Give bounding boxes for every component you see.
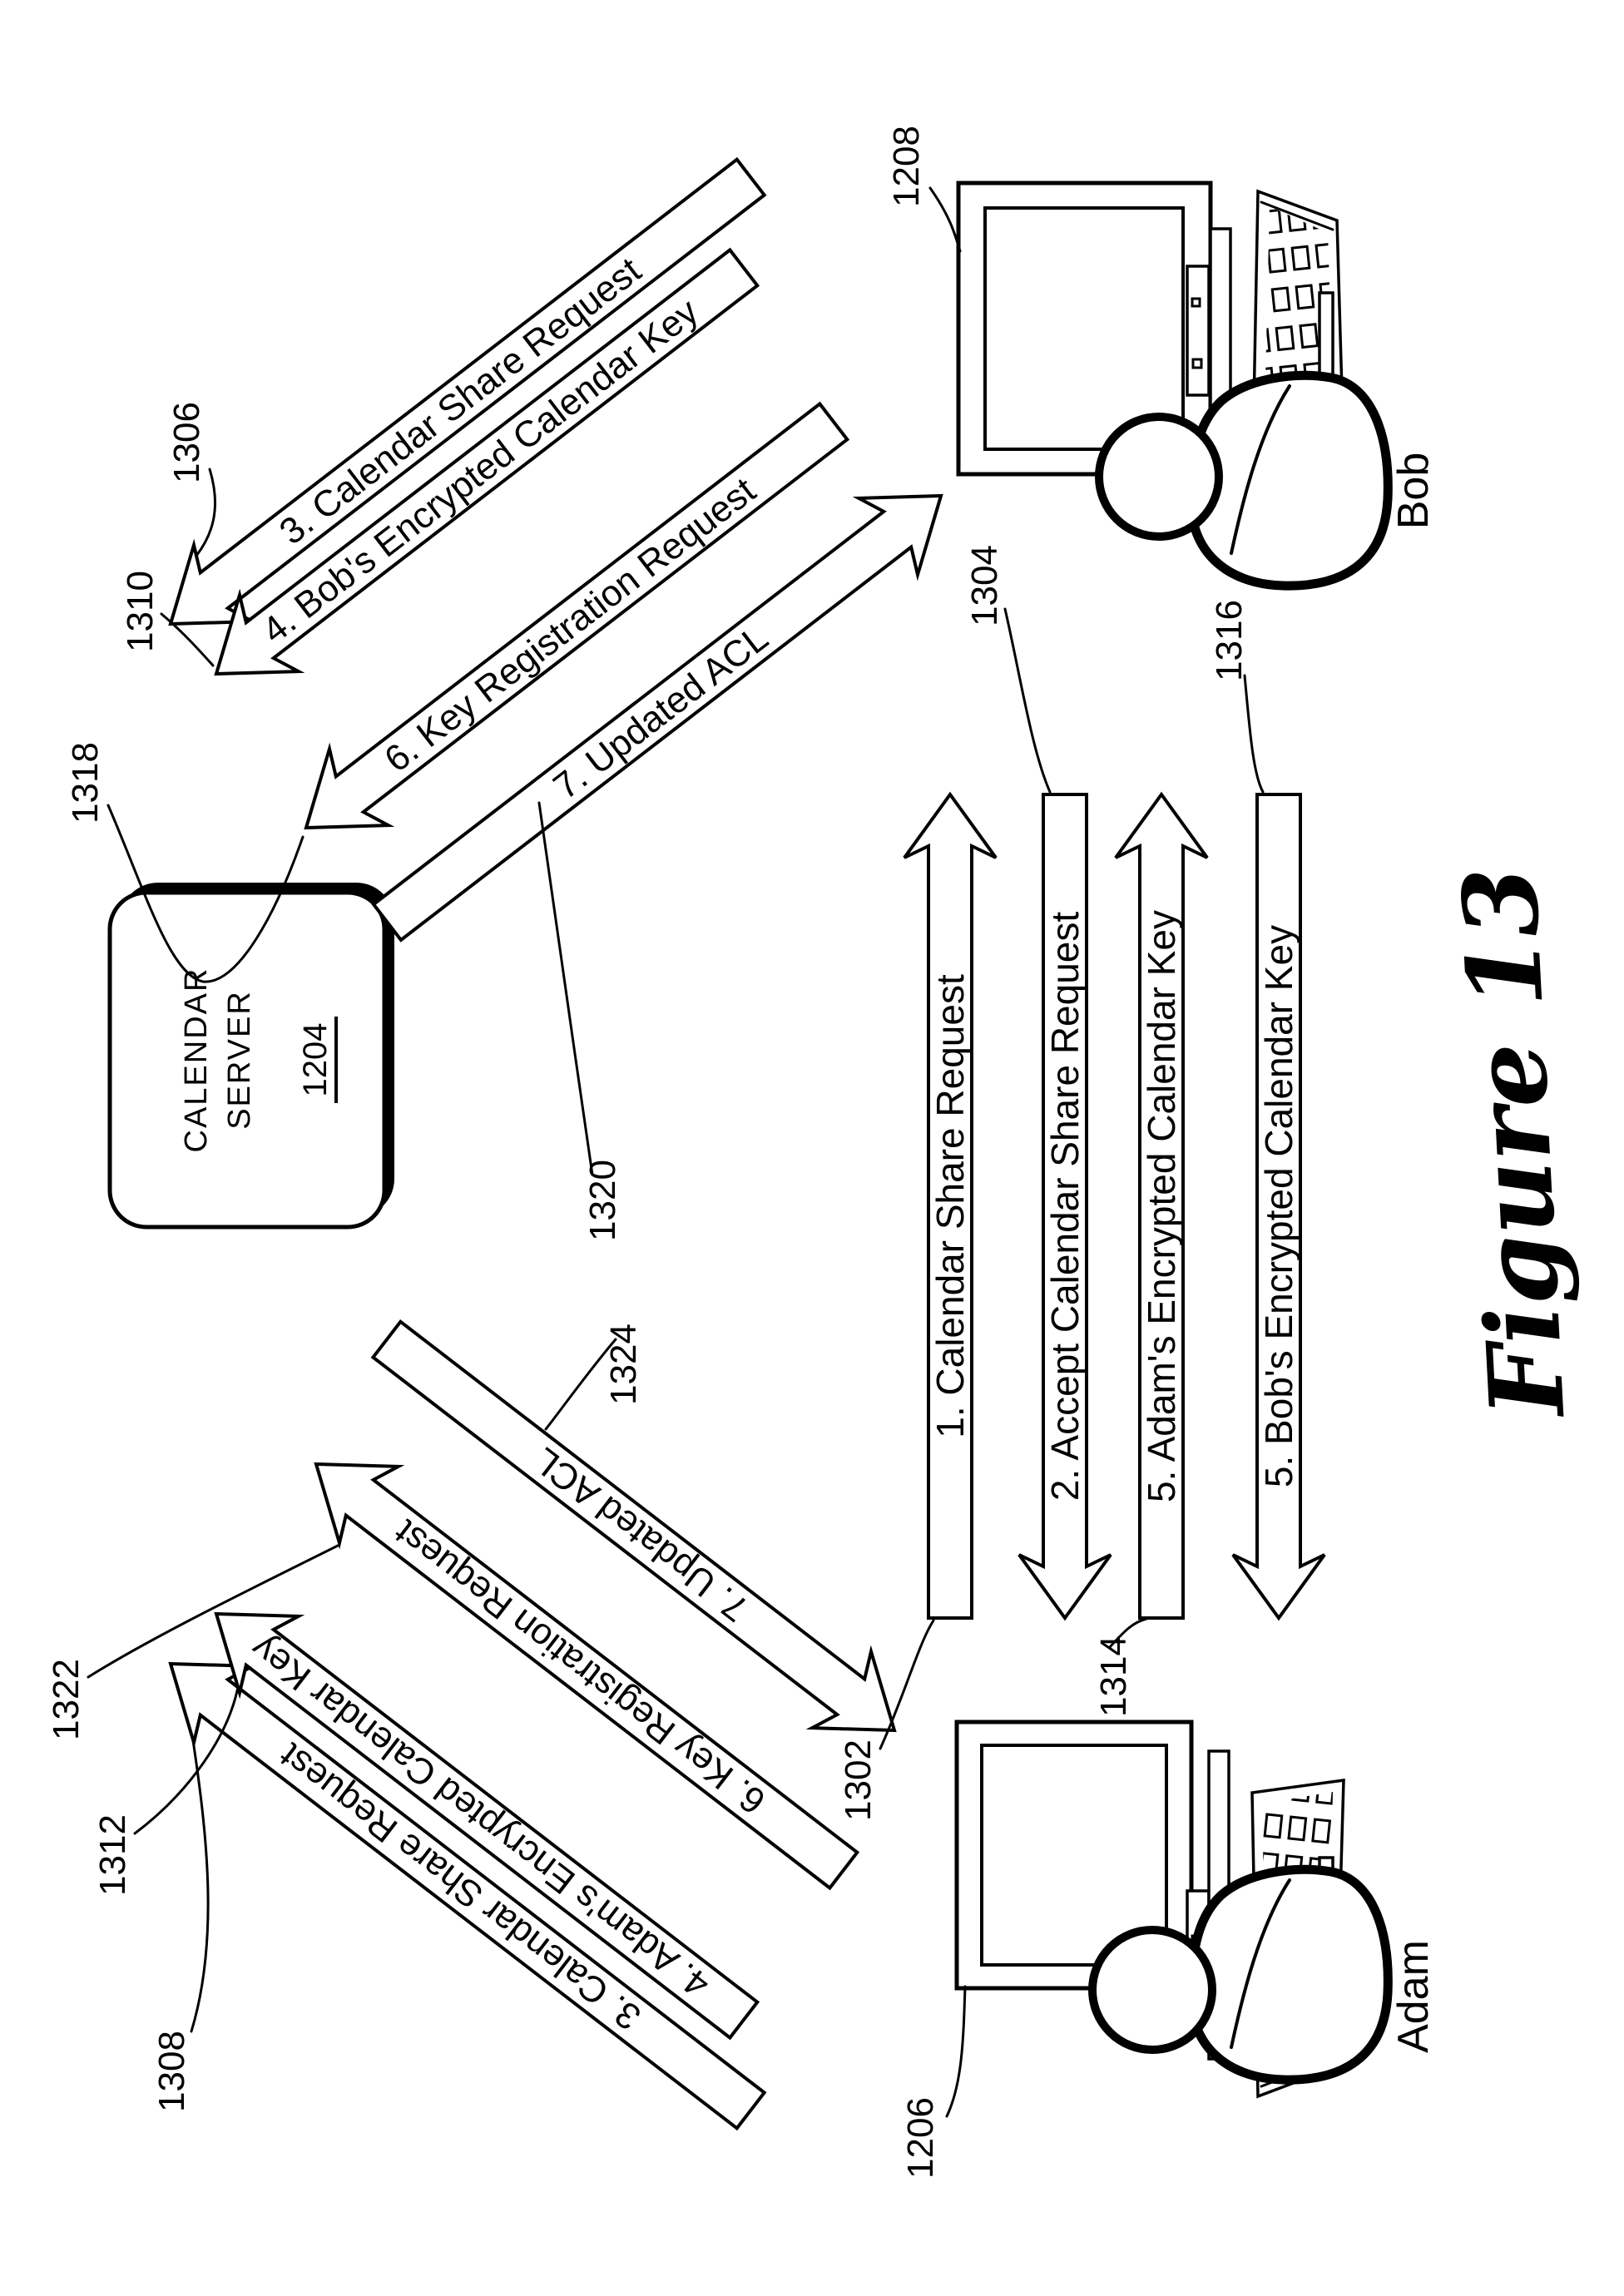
bob-person-body	[1186, 370, 1393, 591]
bob-keyboard-fold	[1260, 200, 1334, 231]
ref-1206: 1206	[900, 2097, 941, 2179]
leader-1320	[537, 801, 594, 1176]
leader-1208	[928, 186, 962, 253]
server-box	[107, 890, 387, 1230]
adam-person-body	[1186, 1864, 1393, 2085]
adam-name-label: Adam	[1389, 1940, 1438, 2053]
ref-1306: 1306	[166, 402, 207, 483]
adam-workstation: Adam 1206	[900, 1720, 1438, 2179]
calendar-server: CALENDAR SERVER 1204	[107, 883, 394, 1230]
arrow-bobs-encrypted-calendar-key	[214, 247, 760, 676]
arrow-calendar-share-request-direct	[903, 791, 998, 1620]
adam-msg-7-label: 7. Updated ACL	[526, 1439, 755, 1629]
bob-name-label: Bob	[1389, 453, 1438, 530]
leader-1324	[544, 1338, 617, 1431]
server-ref-1204: 1204	[297, 1023, 334, 1097]
direct-msg-5b-label: 5. Bob's Encrypted Calendar Key	[1257, 925, 1300, 1487]
arrow-key-registration-request-adam	[314, 1462, 860, 1891]
adam-message-arrows: 3. Calendar Share Request 4. Adam's Encr…	[46, 1319, 897, 2131]
bob-workstation: Bob 1208	[886, 126, 1438, 591]
leader-1306	[195, 468, 216, 557]
adam-screen	[980, 1744, 1168, 1967]
direct-message-arrows: 1. Calendar Share Request 2. Accept Cale…	[838, 545, 1326, 1821]
arrow-adams-encrypted-calendar-key	[214, 1611, 760, 2041]
bob-person-head	[1095, 413, 1223, 541]
server-title-line2: SERVER	[222, 990, 257, 1130]
direct-msg-5a-label: 5. Adam's Encrypted Calendar Key	[1140, 910, 1183, 1502]
ref-1324: 1324	[603, 1324, 644, 1405]
leader-1302	[879, 1619, 935, 1750]
ref-1310: 1310	[120, 571, 161, 652]
arrow-updated-acl-to-adam	[370, 1319, 897, 1733]
bob-screen	[983, 206, 1185, 451]
leader-1322	[87, 1544, 339, 1679]
leader-1310	[160, 612, 215, 667]
arrow-adams-key-direct	[1114, 791, 1209, 1620]
leader-1304	[1003, 607, 1052, 794]
ref-1316: 1316	[1209, 600, 1250, 681]
adam-msg-4-label: 4. Adam's Encrypted Calendar Key	[244, 1627, 717, 2005]
bob-port-detail-1	[1191, 358, 1203, 369]
leader-1316	[1243, 674, 1265, 794]
server-title-line1: CALENDAR	[179, 967, 214, 1153]
ref-1320: 1320	[582, 1160, 623, 1241]
arrow-bobs-key-direct	[1231, 793, 1326, 1621]
ref-1318: 1318	[65, 742, 106, 824]
bob-port-strip	[1186, 265, 1211, 397]
bob-port-detail-2	[1191, 297, 1201, 308]
leader-1318	[106, 804, 304, 983]
adam-person-head	[1088, 1926, 1216, 2054]
direct-msg-2-label: 2. Accept Calendar Share Request	[1043, 912, 1087, 1502]
arrow-accept-calendar-share-request	[1017, 793, 1112, 1621]
ref-1322: 1322	[46, 1659, 87, 1740]
leader-1312	[133, 1685, 240, 1835]
bob-person-arm-contour	[1230, 384, 1291, 555]
ref-1302: 1302	[838, 1739, 879, 1821]
ref-1208: 1208	[886, 126, 927, 207]
arrow-updated-acl-to-bob	[371, 493, 943, 943]
figure-caption: Figure 13	[1439, 863, 1588, 1422]
direct-msg-1-label: 1. Calendar Share Request	[928, 974, 972, 1438]
leader-1206	[945, 1985, 967, 2118]
ref-1308: 1308	[151, 2031, 192, 2112]
adam-person-arm-contour	[1230, 1878, 1291, 2049]
leader-1308	[190, 1739, 210, 2033]
ref-1314: 1314	[1093, 1635, 1134, 1717]
leader-1314	[1108, 1617, 1148, 1649]
ref-1304: 1304	[964, 545, 1005, 626]
ref-1312: 1312	[92, 1814, 133, 1896]
arrow-key-registration-request-bob	[304, 401, 850, 830]
